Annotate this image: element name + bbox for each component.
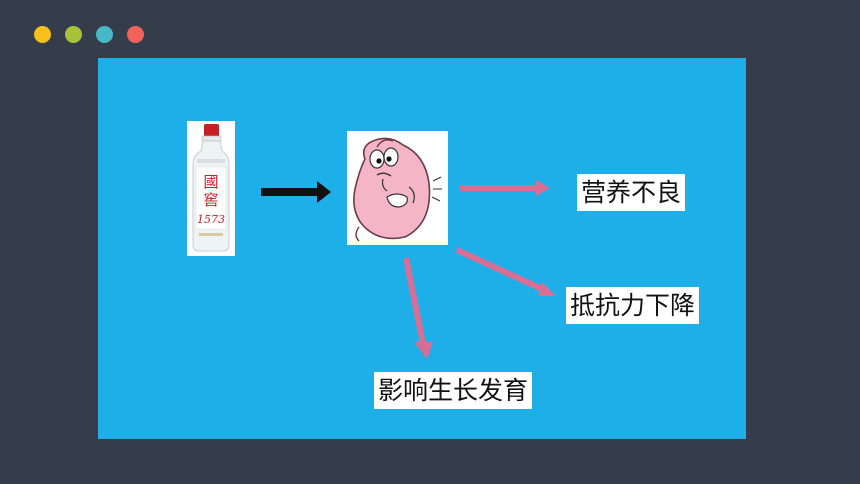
green-dot[interactable] <box>65 26 82 43</box>
bottle-year: 1573 <box>197 213 225 226</box>
bottle-label-line-1: 國 <box>203 173 218 191</box>
red-dot[interactable] <box>127 26 144 43</box>
outcome-malnutrition: 营养不良 <box>577 174 686 211</box>
arrows-layer <box>261 180 556 359</box>
arrow-to-malnutrition <box>460 180 550 196</box>
outcome-growth-affected: 影响生长发育 <box>374 372 533 409</box>
teal-dot[interactable] <box>96 26 113 43</box>
stomach-image <box>347 131 448 245</box>
liquor-bottle-image: 國 窖 1573 <box>187 121 235 256</box>
outcome-lower-immunity: 抵抗力下降 <box>566 287 700 324</box>
stomach-cartoon-icon <box>353 137 442 242</box>
liquor-bottle-icon: 國 窖 1573 <box>192 124 230 252</box>
slide-canvas: 國 窖 1573 <box>98 58 746 439</box>
arrow-to-growth <box>403 257 433 359</box>
bottle-label-line-2: 窖 <box>203 191 218 209</box>
yellow-dot[interactable] <box>34 26 51 43</box>
arrow-to-immunity <box>455 247 556 296</box>
window-controls <box>34 26 144 43</box>
black-arrow <box>261 181 331 203</box>
